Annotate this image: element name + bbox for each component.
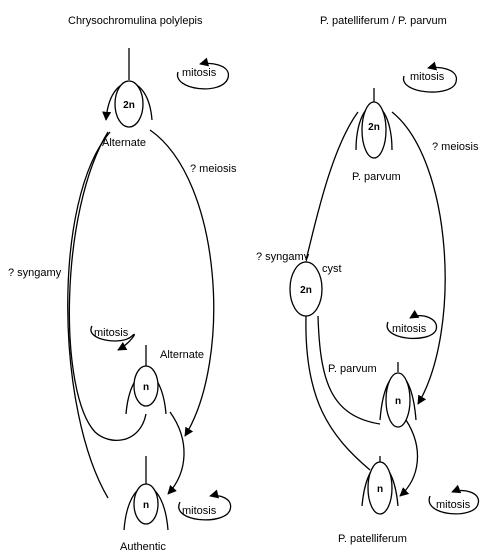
right-mid-ploidy: n bbox=[395, 396, 401, 407]
right-cyst-ploidy: 2n bbox=[300, 285, 312, 296]
right-meiosis-path bbox=[392, 112, 445, 404]
left-cycle-title: Chrysochromulina polylepis bbox=[68, 15, 203, 27]
right-bottom-label: P. patelliferum bbox=[338, 533, 407, 545]
left-top-label: Alternate bbox=[102, 137, 146, 149]
left-top-ploidy: 2n bbox=[123, 100, 135, 111]
right-bottom-ploidy: n bbox=[377, 484, 383, 495]
right-cyst-down-path bbox=[306, 316, 370, 470]
right-syngamy-path bbox=[306, 112, 358, 260]
left-syngamy-label: ? syngamy bbox=[8, 267, 62, 279]
left-meiosis-label: ? meiosis bbox=[190, 163, 237, 175]
left-mitosis-top-label: mitosis bbox=[182, 67, 217, 79]
right-mitosis-bottom-label: mitosis bbox=[436, 499, 471, 511]
left-meiosis-path bbox=[150, 130, 214, 436]
left-cycle: Chrysochromulina polylepis 2n Alternate … bbox=[8, 15, 237, 553]
right-top-ploidy: 2n bbox=[368, 122, 380, 133]
right-mid-label: P. parvum bbox=[328, 363, 377, 375]
left-mitosis-mid-label: mitosis bbox=[94, 327, 129, 339]
right-mitosis-top-label: mitosis bbox=[410, 71, 445, 83]
right-cycle: P. patelliferum / P. parvum 2n P. parvum… bbox=[256, 15, 479, 545]
right-syngamy-label: ? syngamy bbox=[256, 251, 310, 263]
right-cyst-label: cyst bbox=[322, 263, 342, 275]
right-top-label: P. parvum bbox=[352, 171, 401, 183]
left-bottom-label: Authentic bbox=[120, 541, 166, 553]
left-bottom-ploidy: n bbox=[143, 500, 149, 511]
left-mid-ploidy: n bbox=[143, 382, 149, 393]
right-cycle-title: P. patelliferum / P. parvum bbox=[320, 15, 447, 27]
left-syngamy-path bbox=[68, 132, 110, 498]
left-mitosis-bottom-label: mitosis bbox=[182, 505, 217, 517]
right-mid-to-bottom-path bbox=[400, 420, 417, 496]
right-mitosis-mid-label: mitosis bbox=[392, 323, 427, 335]
left-mid-to-bottom-path bbox=[168, 412, 184, 494]
right-meiosis-label: ? meiosis bbox=[432, 141, 479, 153]
left-mid-label: Alternate bbox=[160, 349, 204, 361]
